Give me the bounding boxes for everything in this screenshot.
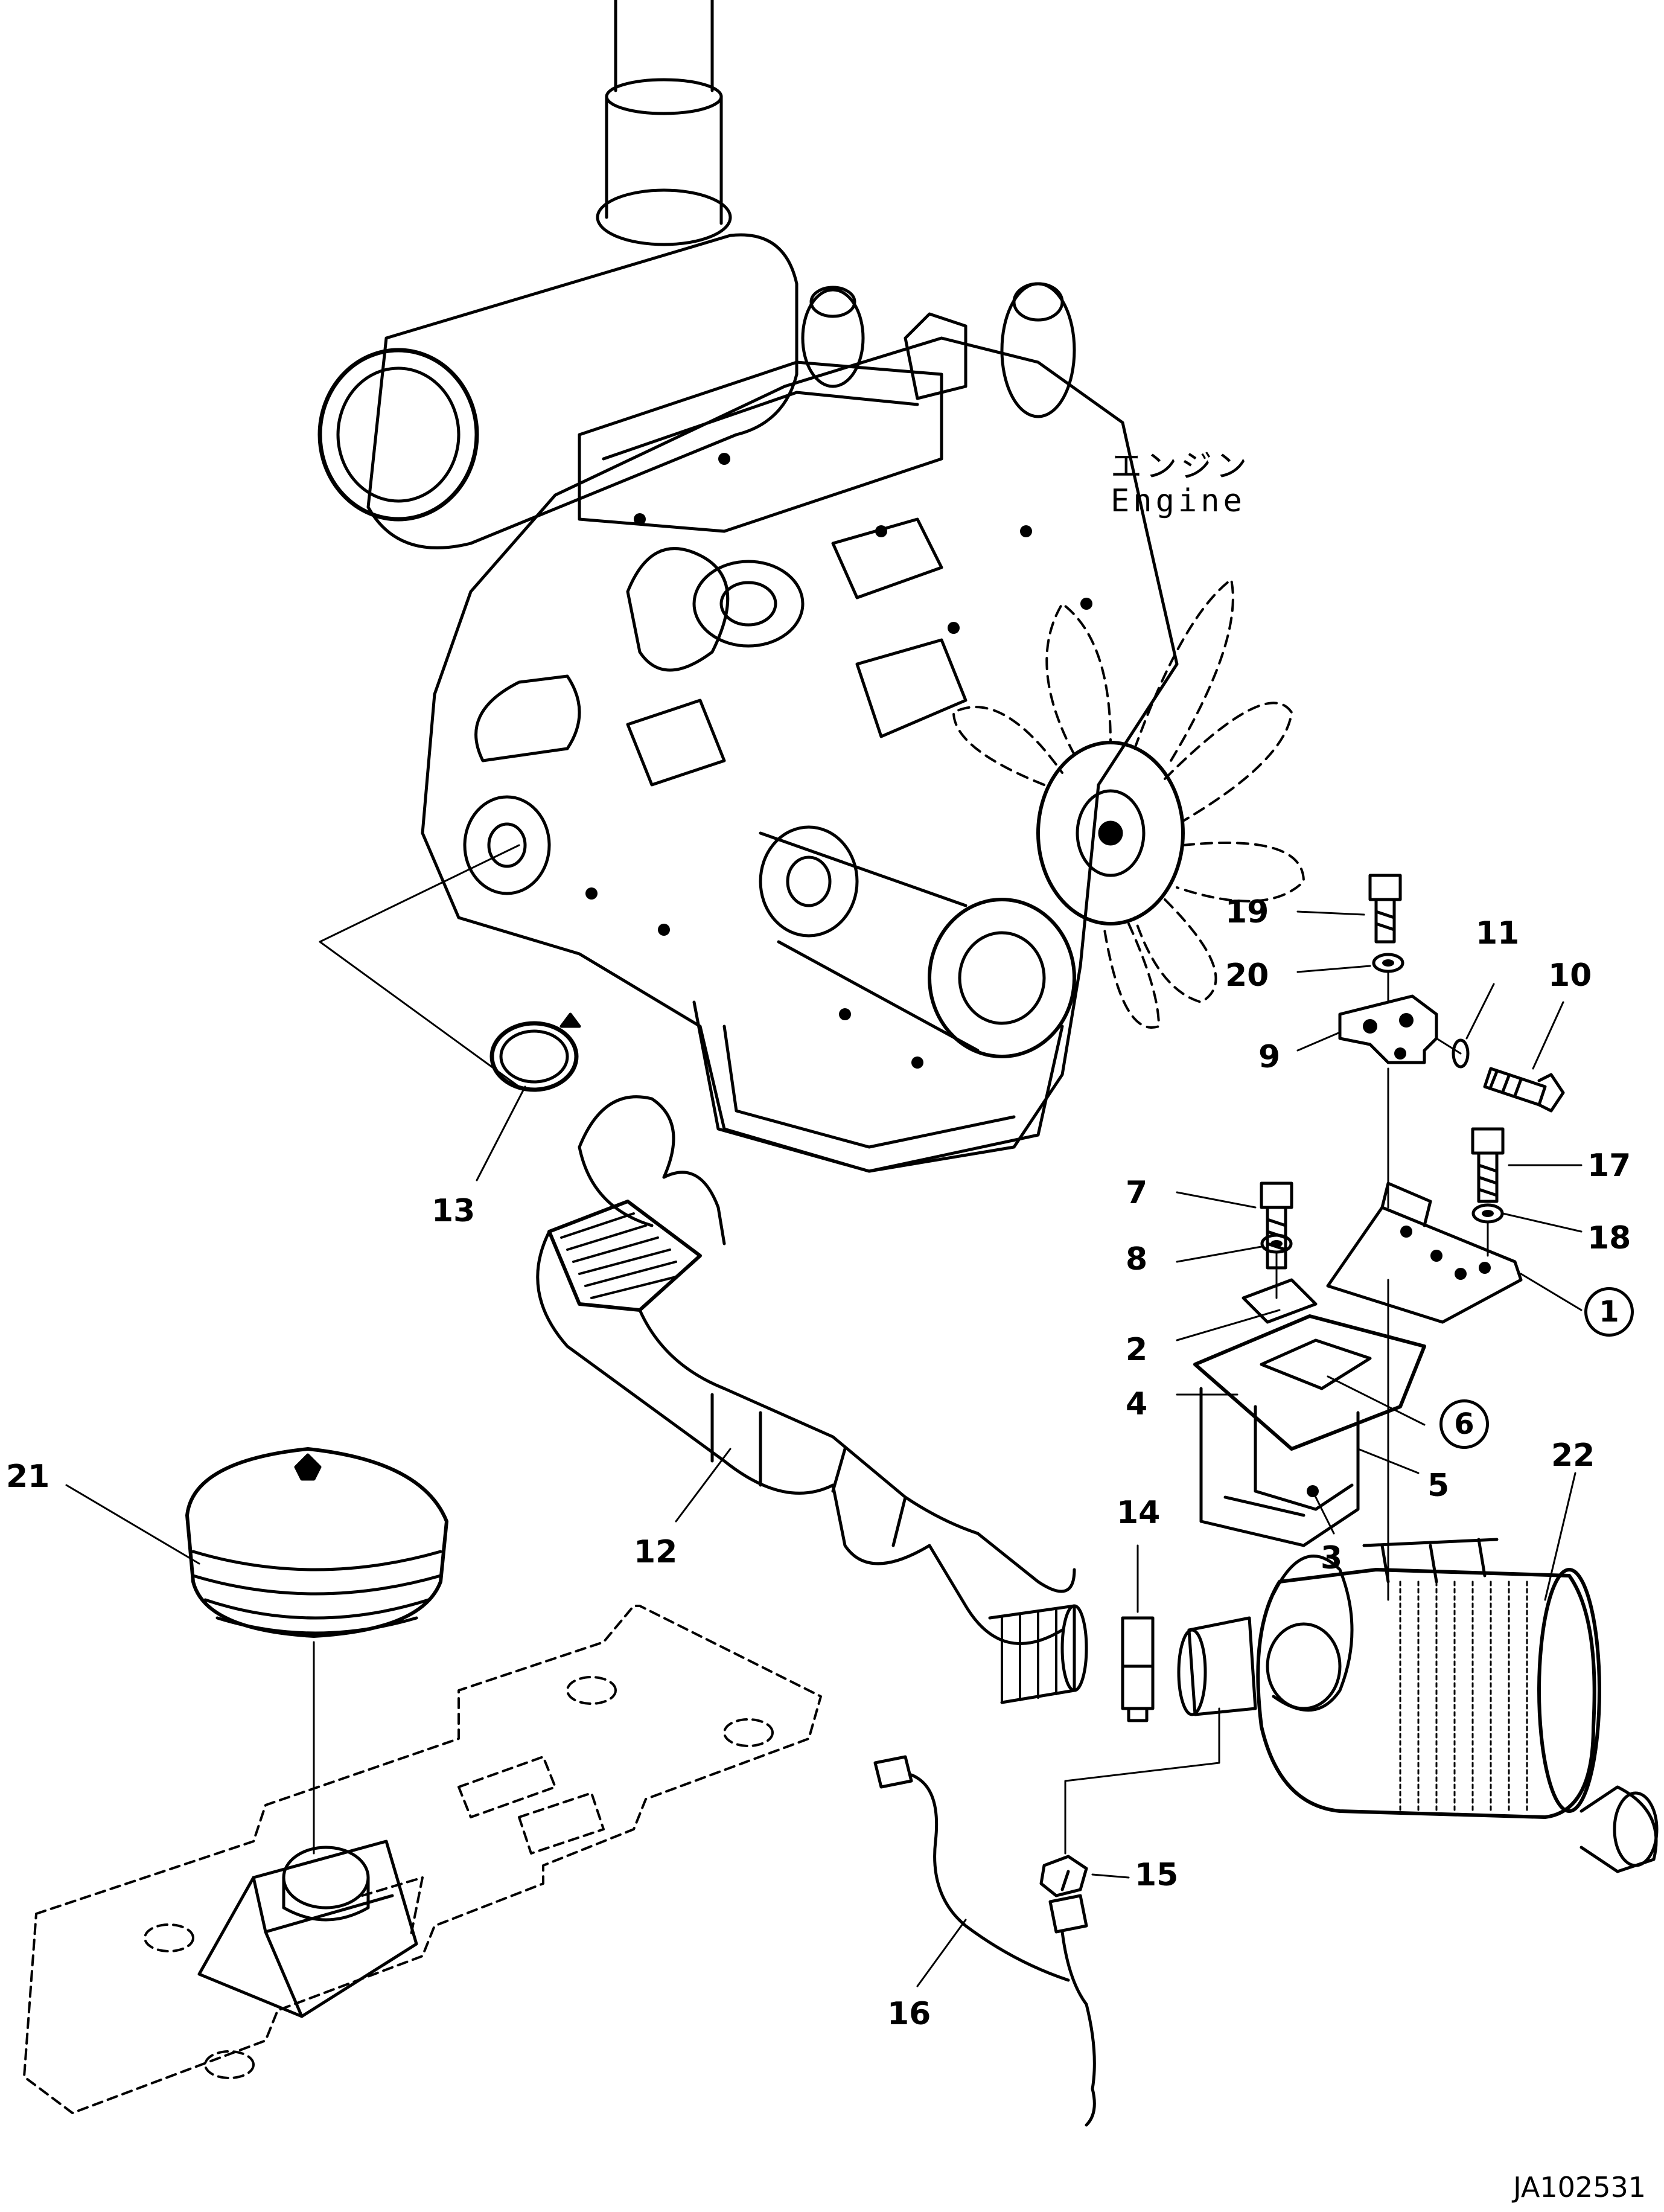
label-2: 2 [1126, 1332, 1148, 1368]
leader-1 [1520, 1273, 1583, 1311]
leader-22 [1544, 1472, 1576, 1601]
bracket-9 [1338, 994, 1438, 1064]
leader-20 [1296, 965, 1371, 973]
label-7: 7 [1126, 1175, 1148, 1211]
leader-13 [476, 1085, 526, 1181]
nut-15 [1039, 1855, 1088, 1897]
bolt-19 [1368, 874, 1402, 944]
intake-hose [536, 1095, 1088, 1704]
clip-part [1121, 1616, 1155, 1722]
engine-label-en: Engine [1111, 483, 1246, 520]
callout-6: 6 [1439, 1399, 1489, 1449]
engine-assembly [317, 0, 1305, 1173]
label-14: 14 [1117, 1495, 1161, 1531]
label-3: 3 [1321, 1540, 1343, 1576]
washer-18 [1471, 1203, 1504, 1224]
floor-box [197, 1840, 418, 2018]
label-16: 16 [887, 1996, 931, 2032]
leader-12 [675, 1448, 732, 1523]
leader-3 [1312, 1490, 1335, 1535]
engine-label: エンジン Engine [1111, 449, 1251, 520]
mounting-bracket [1242, 1181, 1523, 1324]
label-19: 19 [1225, 894, 1269, 930]
label-15: 15 [1135, 1857, 1179, 1893]
label-22: 22 [1551, 1437, 1595, 1474]
leader-21 [65, 1484, 200, 1565]
bolt-17 [1471, 1127, 1505, 1203]
label-18: 18 [1587, 1220, 1631, 1256]
label-10: 10 [1548, 957, 1592, 994]
leader-15 [1091, 1873, 1130, 1879]
label-21: 21 [6, 1459, 50, 1495]
leader-10 [1532, 1001, 1564, 1070]
leader-19 [1296, 910, 1365, 916]
leader-engine-clamp [319, 844, 520, 1088]
leader-2 [1176, 1309, 1281, 1341]
floor-plate [23, 1605, 822, 2114]
label-9: 9 [1258, 1039, 1281, 1075]
washer-11 [1452, 1038, 1470, 1069]
leader-9 [1296, 1031, 1341, 1052]
leader-7 [1176, 1191, 1257, 1209]
leader-18 [1502, 1212, 1583, 1233]
label-5: 5 [1427, 1468, 1450, 1504]
leader-9-11 [1435, 1037, 1462, 1055]
engine-label-jp: エンジン [1111, 449, 1251, 485]
washer-20 [1372, 953, 1404, 973]
label-12: 12 [634, 1534, 678, 1570]
label-4: 4 [1126, 1386, 1148, 1422]
label-20: 20 [1225, 957, 1269, 994]
leader-6 [1327, 1375, 1426, 1426]
leader-8 [1176, 1245, 1263, 1263]
air-cleaner [1177, 1538, 1659, 1873]
filter-housing [1193, 1314, 1426, 1547]
bolt-10 [1483, 1067, 1565, 1113]
callout-1: 1 [1584, 1287, 1634, 1337]
leader-16 [916, 1919, 967, 1987]
leader-11 [1465, 983, 1495, 1040]
drawing-code: JA102531 [1513, 2171, 1646, 2204]
indicator-sensor [873, 1755, 1096, 2127]
leader-15-up [1064, 1707, 1220, 1855]
label-11: 11 [1476, 915, 1520, 951]
label-17: 17 [1587, 1148, 1631, 1184]
hose-clamp [489, 1012, 581, 1092]
pre-cleaner [185, 1447, 448, 1638]
label-13: 13 [432, 1193, 476, 1229]
label-8: 8 [1126, 1241, 1148, 1277]
